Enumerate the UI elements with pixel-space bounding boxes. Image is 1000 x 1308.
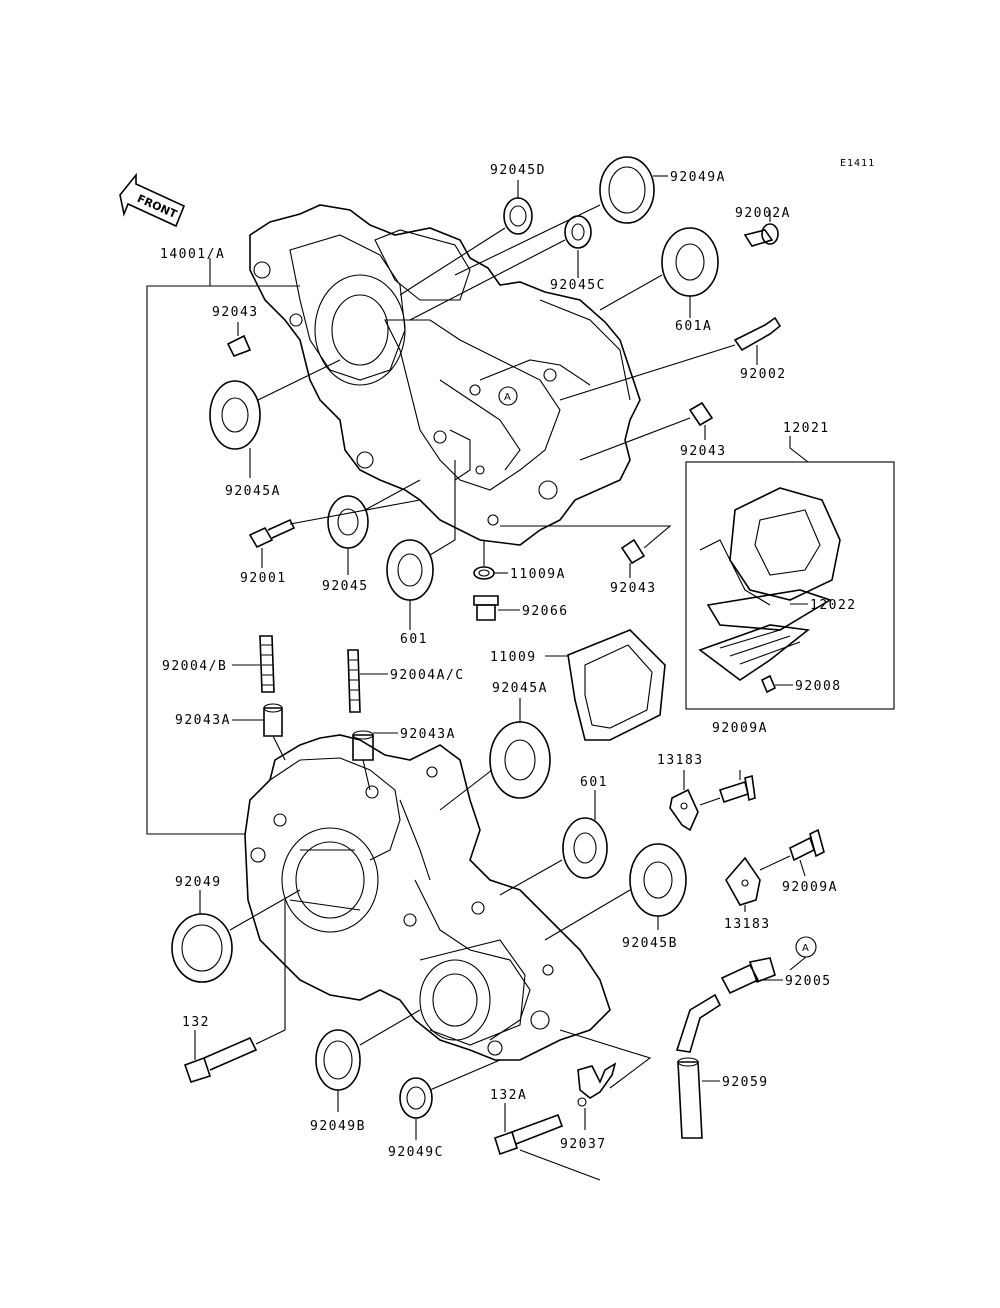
plug-92066 [473,595,520,621]
label-601a: 601A [675,319,712,334]
label-92004b: 92004/B [162,659,227,674]
bolt-132 [183,900,286,1083]
label-92066: 92066 [522,604,569,619]
oil-seal-92049b [315,1009,421,1112]
label-92043a-mid: 92043A [400,727,456,742]
dowel-92043-upper [226,322,252,358]
label-92005: 92005 [785,974,832,989]
screw-92009a-top [699,770,756,806]
ref-marker-upper [498,386,518,406]
bolt-92002a [743,210,779,247]
label-14001a: 14001/A [160,247,225,262]
ref-marker-lower-label: A [802,943,809,954]
bearing-92045c [409,215,592,321]
label-92001: 92001 [240,571,287,586]
dowel-92043-mid [579,401,714,461]
label-92045d: 92045D [490,163,546,178]
label-92045: 92045 [322,579,369,594]
bracket-13183-bottom [725,856,761,912]
label-92008: 92008 [795,679,842,694]
label-92002a: 92002A [735,206,791,221]
label-92045a-bottom: 92045A [492,681,548,696]
reed-valve-box-12021 [685,461,895,710]
screw-92009a-bottom [759,828,825,877]
label-92009a-bottom: 92009A [782,880,838,895]
label-92049c: 92049C [388,1145,444,1160]
bracket-13183-top [669,770,699,832]
lower-crankcase-half [244,734,611,1061]
label-92002: 92002 [740,367,787,382]
reed-valve-assembly [698,487,841,694]
clamp-92037 [559,1029,652,1130]
label-92043-upper: 92043 [212,305,259,320]
dowel-92043a-left [232,703,286,761]
label-92043a-left: 92043A [175,713,231,728]
ref-marker-upper-label: A [504,392,511,403]
bearing-92045a-top [209,359,341,478]
bearing-92045b [544,843,687,941]
dowel-92043-lower [500,525,672,578]
label-13183-bottom: 13183 [724,917,771,932]
bearing-92045d [399,180,533,296]
hose-92059 [675,993,722,1139]
bolt-132a [494,1103,601,1181]
label-92004ac: 92004A/C [390,668,465,683]
gasket-11009 [545,629,666,741]
label-12022: 12022 [810,598,857,613]
label-11009: 11009 [490,650,537,665]
oil-seal-92049a [454,156,668,276]
diagram-ref-label: E1411 [840,158,875,169]
label-92045c: 92045C [550,278,606,293]
front-arrow-icon: FRONT [119,172,186,228]
bolt-92002 [559,316,782,401]
oil-seal-92049 [171,889,301,983]
label-13183-top: 13183 [657,753,704,768]
bearing-92045 [327,479,421,575]
bolt-92001 [248,499,421,568]
dowel-92043a-mid [352,730,398,791]
bearing-601a [599,227,719,318]
label-601-top: 601 [400,632,428,647]
bearing-601-bottom [499,790,608,896]
label-601-bottom: 601 [580,775,608,790]
label-92043-lower: 92043 [610,581,657,596]
bearing-601-top [386,460,456,630]
label-132a: 132A [490,1088,527,1103]
label-92043-mid: 92043 [680,444,727,459]
label-92037: 92037 [560,1137,607,1152]
bearing-92045a-bottom [439,698,551,811]
label-92009a-top: 92009A [712,721,768,736]
bracket-14001a [146,258,245,835]
oil-seal-92049c [399,1059,501,1140]
label-92059: 92059 [722,1075,769,1090]
label-12021: 12021 [783,421,830,436]
washer-11009a [473,540,508,580]
upper-crankcase-half [249,204,641,546]
stud-92004ac [347,649,388,713]
label-92049b: 92049B [310,1119,366,1134]
stud-92004b [232,635,275,693]
fitting-92005: A [720,936,817,995]
label-132: 132 [182,1015,210,1030]
label-92045a-top: 92045A [225,484,281,499]
label-92049a: 92049A [670,170,726,185]
label-92045b: 92045B [622,936,678,951]
label-92049: 92049 [175,875,222,890]
label-11009a: 11009A [510,567,566,582]
